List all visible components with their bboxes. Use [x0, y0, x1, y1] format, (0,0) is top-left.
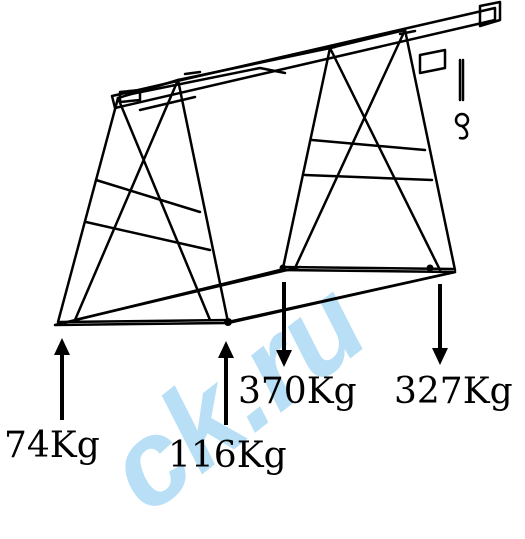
load-label-74kg: 74Kg	[4, 425, 100, 466]
right-foot-joint-1	[279, 264, 287, 272]
hoist-hook	[458, 124, 469, 140]
top-fittings	[183, 29, 417, 76]
right-foot-joint-2	[426, 264, 434, 272]
left-frame-legs	[56, 78, 230, 324]
crane-drawing	[53, 0, 502, 425]
right-frame-legs	[281, 28, 457, 272]
beam-end-cap	[478, 0, 502, 28]
load-label-116kg: 116Kg	[168, 435, 287, 476]
arrow-116kg-head	[218, 341, 234, 358]
load-label-370kg: 370Kg	[238, 371, 357, 412]
hoist-hook-ring	[454, 112, 470, 128]
load-label-327kg: 327Kg	[394, 371, 513, 412]
hoist-chain	[458, 58, 465, 102]
gantry-crane-diagram: ck.ru	[4, 0, 513, 537]
arrow-74kg-head	[54, 338, 70, 355]
right-frame-braces	[303, 28, 434, 182]
arrow-370kg-head	[276, 350, 292, 367]
arrow-327kg-head	[432, 348, 448, 365]
side-brace	[73, 46, 457, 324]
left-frame-braces	[84, 78, 212, 252]
hoist-trolley	[418, 48, 447, 75]
left-beam-fitting	[118, 88, 142, 104]
base-frame-inner	[58, 265, 455, 324]
left-frame-top-link	[124, 66, 287, 97]
left-foot-joint	[224, 318, 232, 326]
top-beam	[110, 6, 497, 110]
